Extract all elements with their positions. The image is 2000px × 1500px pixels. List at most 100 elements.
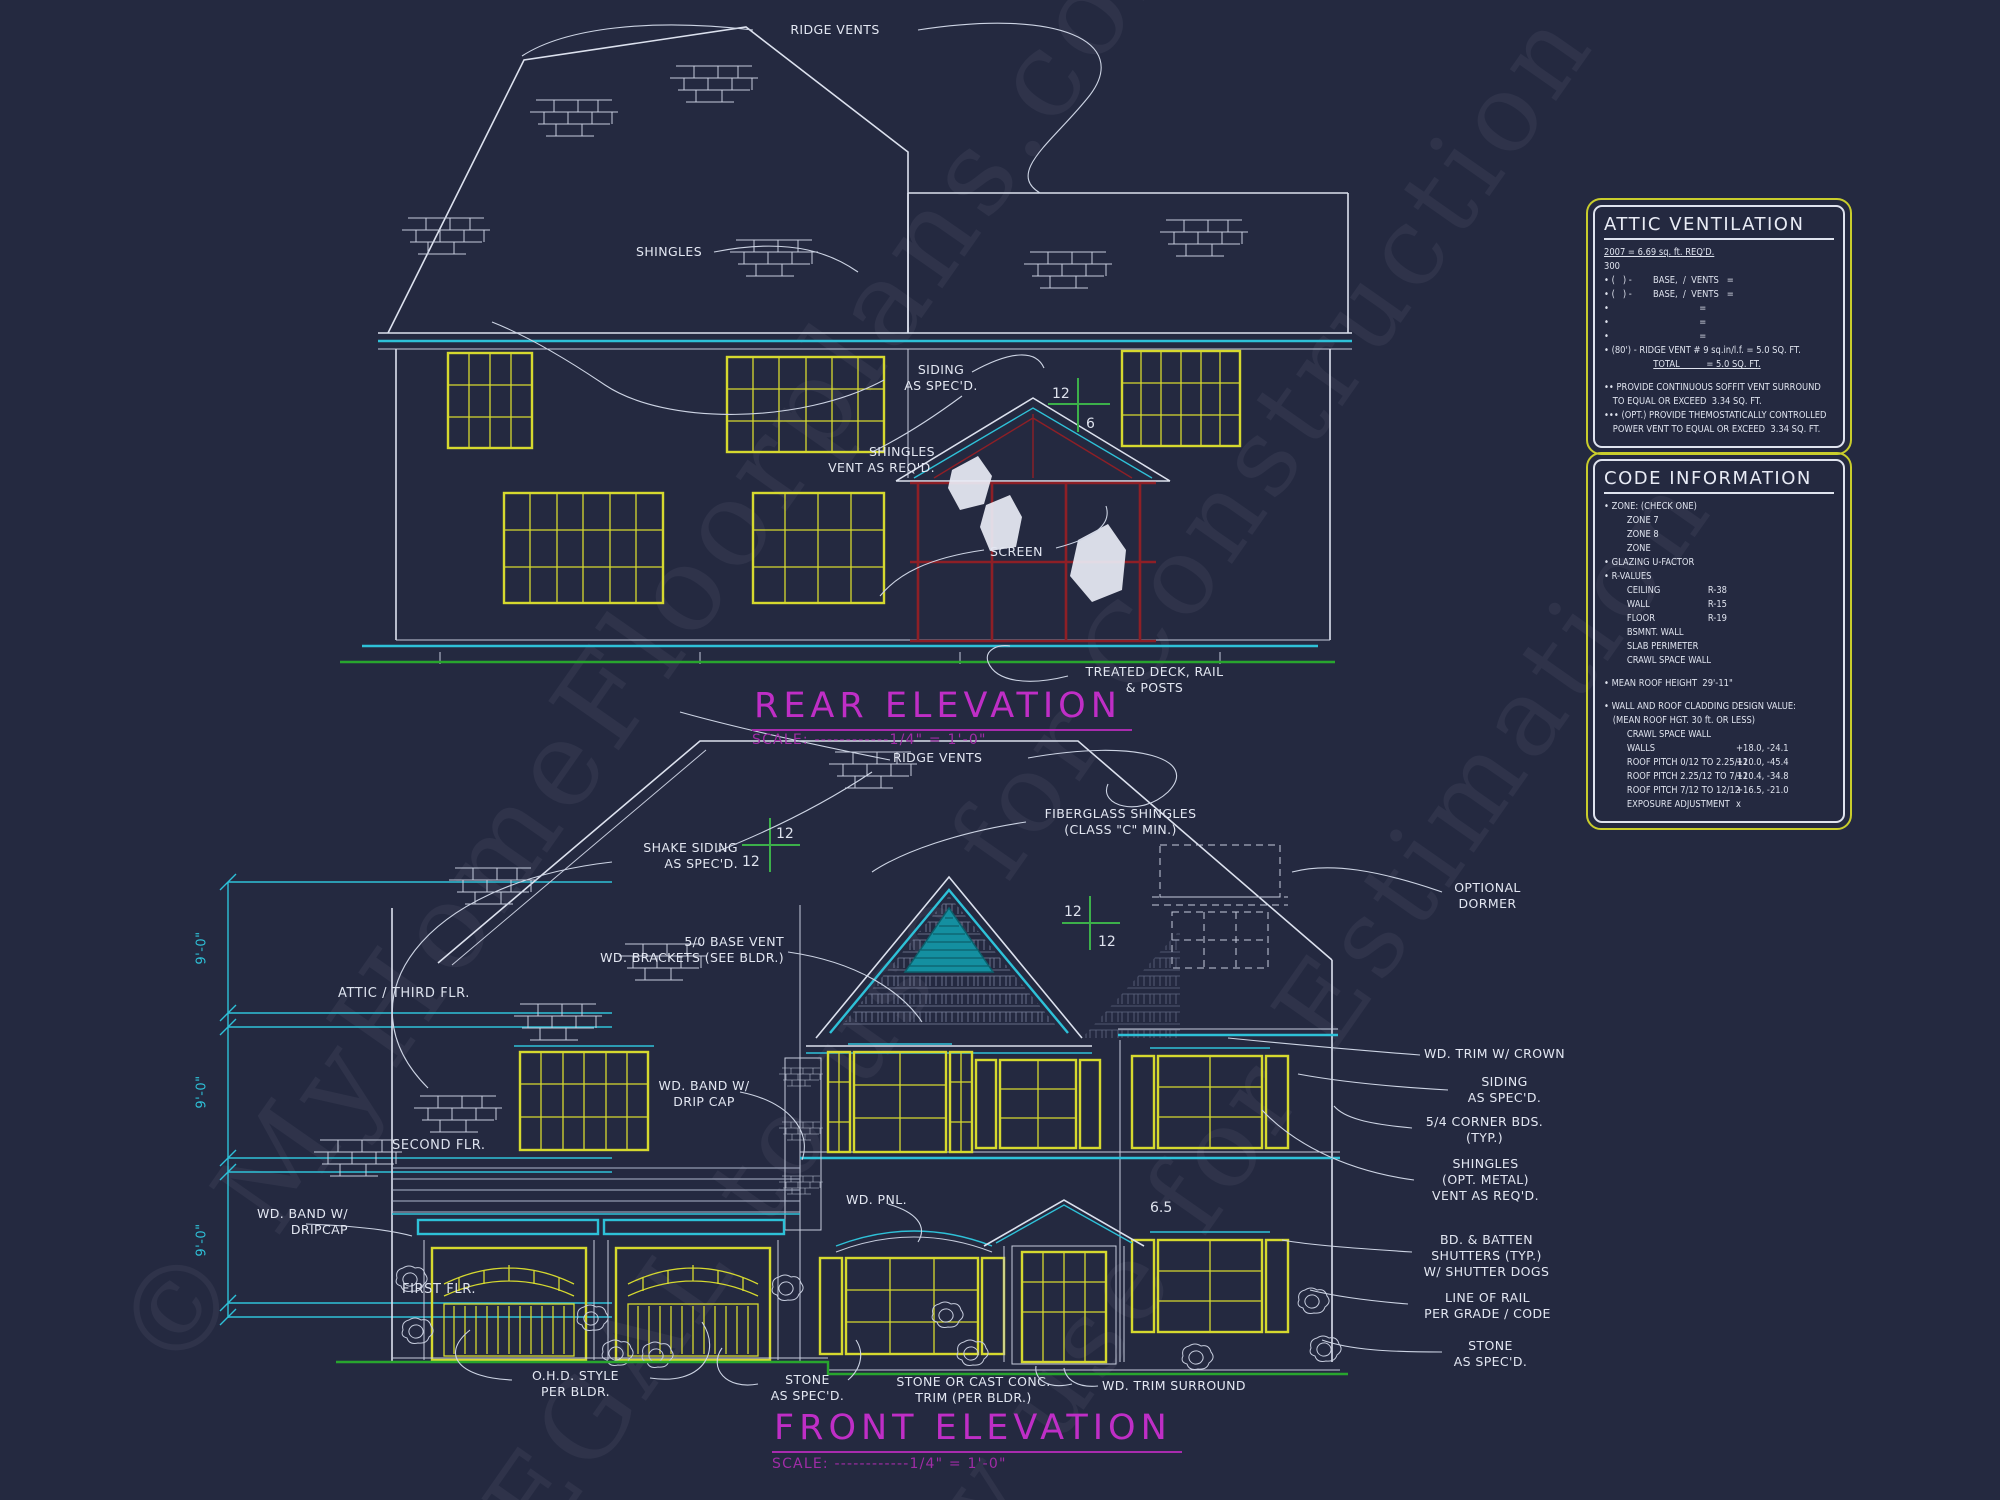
- attic-row: • ( ) - BASE, / VENTS =: [1604, 275, 1734, 286]
- front-pitch-left-rise: 12: [776, 826, 794, 842]
- front-elevation-title: FRONT ELEVATION: [772, 1408, 1182, 1453]
- label-base-vent: 5/0 BASE VENT WD. BRACKETS (SEE BLDR.): [600, 934, 784, 965]
- attic-row: • =: [1604, 317, 1707, 328]
- code-rvalue-row: WALL R-15: [1604, 598, 1833, 612]
- label-shingles-rear: SHINGLES: [636, 244, 703, 259]
- garage-doors: [430, 1246, 772, 1362]
- attic-formula-bottom: 300: [1604, 261, 1620, 272]
- rvalue-item: CEILING: [1626, 585, 1661, 596]
- attic-note: •• PROVIDE CONTINUOUS SOFFIT VENT SURROU…: [1604, 382, 1821, 393]
- cladding-value: x: [1736, 799, 1741, 810]
- label-wd-pnl: WD. PNL.: [846, 1192, 907, 1207]
- label-shingles-vent-rear: SHINGLES VENT AS REQ'D.: [828, 444, 935, 475]
- center-windows: [826, 1043, 1102, 1154]
- front-pitch-right-run: 12: [1098, 934, 1116, 950]
- rear-deck: [340, 644, 1335, 664]
- dim-story-height-3: 9'-0": [194, 931, 210, 965]
- label-screen: SCREEN: [990, 544, 1043, 559]
- code-cladding-row: ROOF PITCH 0/12 TO 2.25/12+10.0, -45.4: [1604, 756, 1833, 770]
- chimney: [778, 1057, 824, 1231]
- rear-leader-lines: [491, 22, 1108, 682]
- label-ohd-style: O.H.D. STYLE PER BLDR.: [532, 1368, 619, 1399]
- attic-row: • ( ) - BASE, / VENTS =: [1604, 289, 1734, 300]
- central-gable: [806, 875, 1180, 1054]
- code-zone-option: ZONE: [1626, 543, 1651, 554]
- label-bd-batten: BD. & BATTEN SHUTTERS (TYP.) W/ SHUTTER …: [1423, 1232, 1550, 1279]
- cladding-item: WALLS: [1626, 743, 1656, 754]
- cladding-value: +18.0, -24.1: [1736, 743, 1789, 754]
- code-cladding-row: ROOF PITCH 2.25/12 TO 7/12+10.4, -34.8: [1604, 770, 1833, 784]
- code-mean-roof-height: • MEAN ROOF HEIGHT 29'-11": [1604, 678, 1733, 689]
- attic-total: TOTAL = 5.0 SQ. FT.: [1653, 359, 1761, 370]
- attic-formula-top: 2007 = 6.69 sq. ft. REQ'D.: [1604, 247, 1715, 258]
- attic-ventilation-title: ATTIC VENTILATION: [1604, 214, 1834, 240]
- rear-pitch-rise: 12: [1052, 386, 1070, 402]
- attic-note: POWER VENT TO EQUAL OR EXCEED 3.34 SQ. F…: [1612, 424, 1821, 435]
- rear-pitch-marker: 12 6: [1048, 378, 1110, 432]
- label-wd-trim-crown: WD. TRIM W/ CROWN: [1424, 1046, 1566, 1061]
- rear-windows-lower: [502, 491, 886, 605]
- label-corner-bds: 5/4 CORNER BDS. (TYP.): [1425, 1114, 1544, 1145]
- garage-wall: [392, 1167, 800, 1360]
- code-cladding-header: • WALL AND ROOF CLADDING DESIGN VALUE:: [1604, 701, 1796, 712]
- label-optional-dormer: OPTIONAL DORMER: [1454, 880, 1521, 911]
- rear-elevation-drawing: 12 6: [340, 22, 1352, 682]
- front-leader-lines: [305, 711, 1449, 1387]
- code-rvalue-row: BSMNT. WALL: [1604, 626, 1833, 640]
- code-zone-option: ZONE 8: [1626, 529, 1659, 540]
- label-siding-rear: SIDING AS SPEC'D.: [904, 362, 978, 393]
- rvalue-value: R-15: [1707, 599, 1727, 610]
- front-pitch-left-run: 12: [742, 854, 760, 870]
- code-zone-header: • ZONE: (CHECK ONE): [1604, 501, 1697, 512]
- front-elevation-scale: SCALE: ------------1/4" = 1'-0": [772, 1456, 1007, 1472]
- attic-row: • (80') - RIDGE VENT # 9 sq.in/l.f. = 5.…: [1604, 345, 1801, 356]
- label-treated-deck: TREATED DECK, RAIL & POSTS: [1085, 664, 1224, 695]
- label-stone-bottom: STONE AS SPEC'D.: [770, 1372, 845, 1403]
- code-cladding-row: EXPOSURE ADJUSTMENT x: [1604, 798, 1833, 812]
- label-shake-siding: SHAKE SIDING AS SPEC'D.: [643, 840, 738, 871]
- cladding-item: EXPOSURE ADJUSTMENT: [1626, 799, 1730, 810]
- bay-window: [818, 1230, 1006, 1356]
- code-cladding-sub: (MEAN ROOF HGT. 30 ft. OR LESS): [1612, 715, 1756, 726]
- attic-row: • =: [1604, 331, 1707, 342]
- code-cladding-row: WALLS +18.0, -24.1: [1604, 742, 1833, 756]
- label-wd-trim-surround: WD. TRIM SURROUND: [1102, 1378, 1246, 1393]
- rvalue-item: BSMNT. WALL: [1626, 627, 1684, 638]
- code-information-box: CODE INFORMATION • ZONE: (CHECK ONE) ZON…: [1586, 452, 1852, 830]
- code-cladding-row: ROOF PITCH 7/12 TO 12/12+16.5, -21.0: [1604, 784, 1833, 798]
- rvalue-value: R-38: [1707, 585, 1727, 596]
- label-ridge-vents-front: RIDGE VENTS: [893, 750, 983, 765]
- dim-story-height-1: 9'-0": [194, 1223, 210, 1257]
- front-ground: [336, 1357, 1348, 1376]
- attic-ventilation-box: ATTIC VENTILATION 2007 = 6.69 sq. ft. RE…: [1586, 198, 1852, 455]
- rear-elevation-title: REAR ELEVATION: [752, 686, 1132, 731]
- label-stone-cast: STONE OR CAST CONC. TRIM (PER BLDR.): [896, 1374, 1051, 1405]
- optional-dormer-outline: [1152, 844, 1288, 969]
- rear-roof: [387, 26, 1349, 334]
- code-rvalue-row: SLAB PERIMETER: [1604, 640, 1833, 654]
- label-wd-band-dripcap: WD. BAND W/ DRIPCAP: [257, 1206, 348, 1237]
- entry-door: [983, 1199, 1145, 1365]
- eave-note: 6.5: [1150, 1200, 1172, 1216]
- front-pitch-right-rise: 12: [1064, 904, 1082, 920]
- code-rvalues-header: • R-VALUES: [1604, 571, 1652, 582]
- code-zone-option: ZONE 7: [1626, 515, 1659, 526]
- rear-windows-upper: [446, 349, 1242, 454]
- label-stone-right: STONE AS SPEC'D.: [1453, 1338, 1528, 1369]
- dim-story-height-2: 9'-0": [194, 1075, 210, 1109]
- label-shingles-opt-metal: SHINGLES (OPT. METAL) VENT AS REQ'D.: [1432, 1156, 1539, 1203]
- label-siding-front: SIDING AS SPEC'D.: [1467, 1074, 1542, 1105]
- right-wing-windows: [1130, 1047, 1290, 1334]
- cladding-item: ROOF PITCH 7/12 TO 12/12: [1626, 785, 1741, 796]
- label-first-floor: FIRST FLR.: [402, 1282, 477, 1297]
- attic-note: TO EQUAL OR EXCEED 3.34 SQ. FT.: [1612, 396, 1762, 407]
- attic-note: ••• (OPT.) PROVIDE THEMOSTATICALLY CONTR…: [1604, 410, 1827, 421]
- code-information-title: CODE INFORMATION: [1604, 468, 1834, 494]
- front-roof: [313, 740, 1333, 1177]
- rvalue-item: WALL: [1626, 599, 1650, 610]
- cladding-value: +10.0, -45.4: [1736, 757, 1789, 768]
- front-elevation-drawing: 12 12 12 12 6.5: [219, 711, 1449, 1387]
- label-wd-band-drip-cap: WD. BAND W/ DRIP CAP: [658, 1078, 750, 1109]
